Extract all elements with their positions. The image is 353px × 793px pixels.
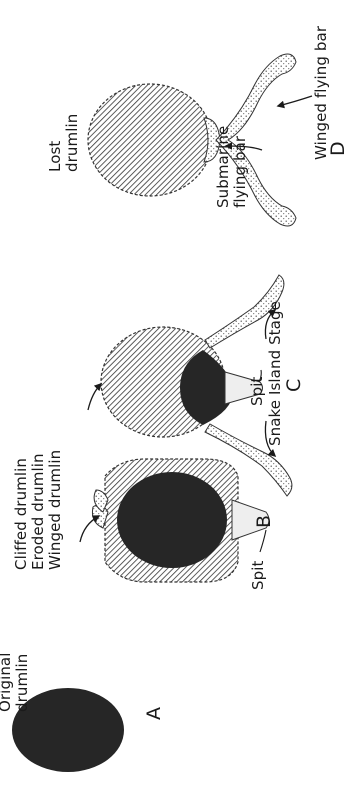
- panel-c-arrow-drumlin: [88, 384, 101, 410]
- panel-d-letter: D: [327, 141, 349, 156]
- panel-a-letter: A: [143, 707, 165, 720]
- panel-b: Cliffed drumlin Eroded drumlin Winged dr…: [12, 450, 275, 590]
- panel-b-spit-label: Spit: [249, 560, 267, 590]
- panel-a-title-line2: drumlin: [13, 654, 31, 712]
- panel-b-spit-leader: [260, 530, 266, 552]
- panel-d-title-line2: drumlin: [63, 114, 81, 172]
- panel-b-label-line2: Eroded drumlin: [29, 453, 47, 570]
- lost-drumlin-outline: [88, 84, 212, 196]
- panel-b-label-line3: Winged drumlin: [46, 450, 64, 570]
- panel-d-submarine-line2: flying bar: [231, 135, 249, 208]
- eroded-drumlin-core: [117, 472, 227, 568]
- panel-a-title-line1: Original: [0, 653, 14, 713]
- panel-b-letter: B: [253, 515, 275, 528]
- panel-a: Original drumlin A: [0, 653, 165, 773]
- panel-d-arrow-winged: [278, 96, 312, 106]
- panel-d-submarine-line1: Submarine: [214, 126, 232, 208]
- panel-d-winged-bar-label: Winged flying bar: [312, 25, 330, 160]
- panel-d: Lost drumlin Submarine flying bar Winged…: [46, 25, 349, 226]
- panel-d-title-line1: Lost: [46, 141, 64, 172]
- panel-c-spit-label: Spit: [248, 376, 266, 406]
- panel-c-stage-label: Snake Island Stage: [266, 301, 284, 446]
- panel-b-label-line1: Cliffed drumlin: [12, 458, 30, 570]
- panel-c-letter: C: [283, 379, 305, 392]
